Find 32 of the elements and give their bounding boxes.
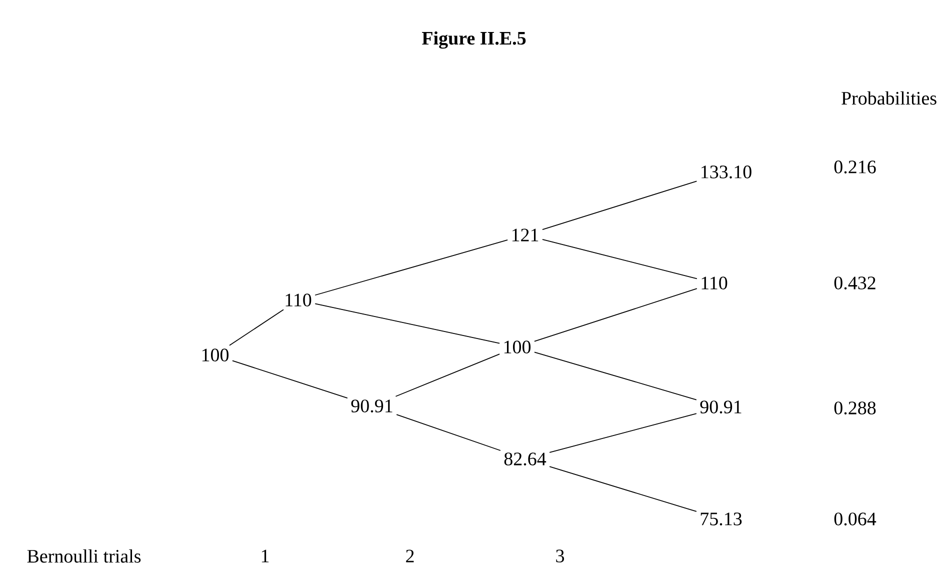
node-value: 133.10 <box>702 166 752 178</box>
node-value: 90.91 <box>700 400 742 414</box>
figure-title: Figure II.E.5 <box>422 31 526 49</box>
connector-line <box>314 303 500 344</box>
node-value: 110 <box>702 276 728 290</box>
probability-value: 0.064 <box>834 512 876 526</box>
node-value: 121 <box>512 228 538 242</box>
probability-value: 0.288 <box>834 402 876 414</box>
node-value: 100 <box>504 340 531 354</box>
connector-line <box>534 288 698 342</box>
node-value: 82.64 <box>504 452 546 466</box>
connector-line <box>549 413 697 453</box>
probability-value: 0.216 <box>834 160 876 174</box>
column-heading: Probabilities <box>842 91 936 105</box>
connector-line <box>396 414 501 451</box>
connector-line <box>314 240 508 296</box>
trial-number: 1 <box>262 550 269 562</box>
connector-line <box>534 352 697 400</box>
connector-line <box>549 466 697 512</box>
connector-line <box>542 238 698 280</box>
axis-label: Bernoulli trials <box>27 549 141 563</box>
node-value: 75.13 <box>700 512 742 526</box>
connector-line <box>229 309 284 346</box>
node-value: 110 <box>286 294 312 306</box>
node-value: 90.91 <box>351 400 392 412</box>
probability-value: 0.432 <box>834 276 876 290</box>
node-value: 100 <box>202 348 229 362</box>
trial-number: 2 <box>406 550 414 562</box>
trial-number: 3 <box>556 550 564 562</box>
connector-line <box>542 180 698 230</box>
connector-line <box>395 354 500 397</box>
connector-line <box>232 360 348 398</box>
